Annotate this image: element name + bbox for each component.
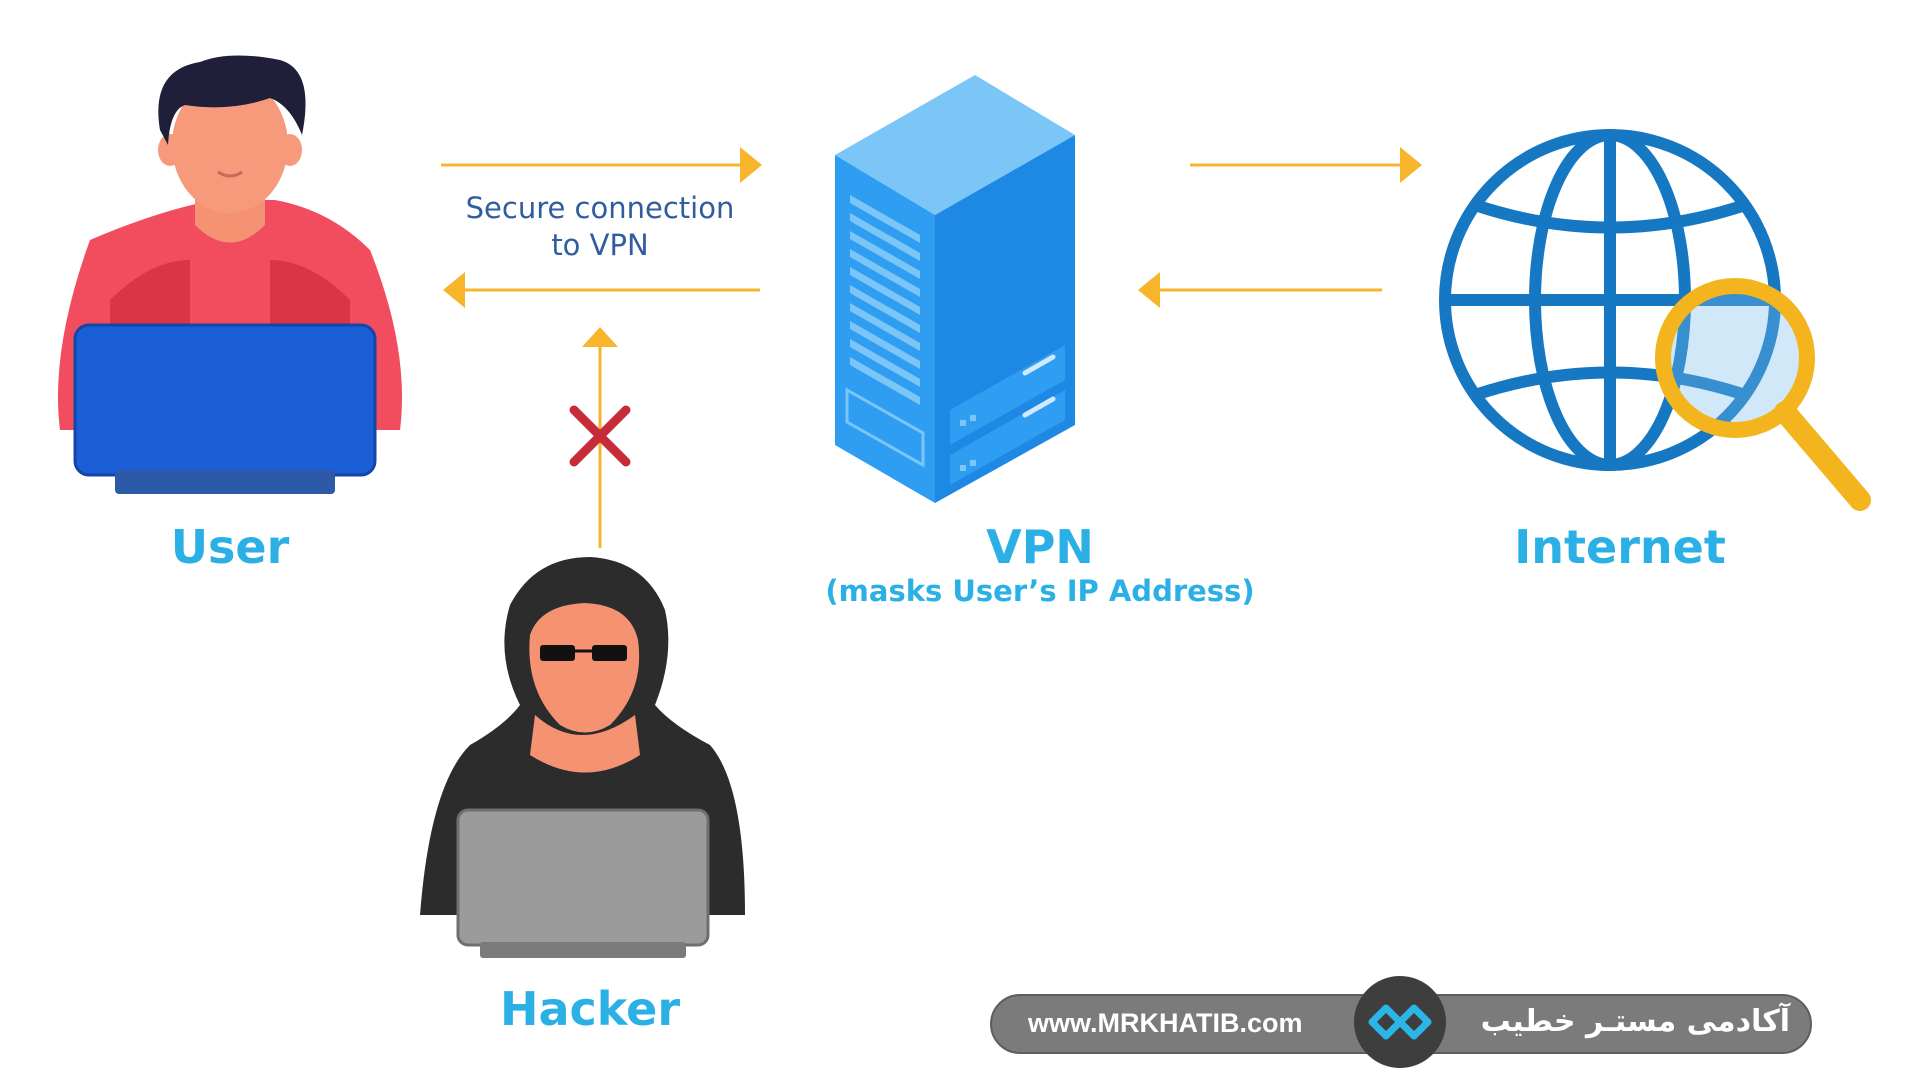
user-label: User — [170, 520, 290, 574]
connection-label-line2: to VPN — [551, 228, 649, 262]
vpn-label: VPN — [986, 520, 1094, 574]
hooded-hacker-icon — [420, 557, 745, 958]
user-with-laptop-icon — [58, 55, 402, 494]
arrow-hacker-blocked — [582, 327, 618, 548]
server-icon — [835, 75, 1075, 503]
arrow-vpn-to-user — [443, 272, 760, 308]
brand-url[interactable]: www.MRKHATIB.com — [1028, 1008, 1303, 1038]
arrow-vpn-to-internet — [1190, 147, 1422, 183]
brand-name: آکادمی مستـر خطیب — [1480, 1004, 1790, 1039]
vpn-sublabel: (masks User’s IP Address) — [825, 574, 1255, 608]
infinity-logo-icon — [1368, 1004, 1432, 1040]
connection-label-line1: Secure connection — [465, 191, 735, 225]
blocked-x-icon — [569, 405, 631, 467]
arrow-user-to-vpn — [441, 147, 762, 183]
internet-label: Internet — [1514, 520, 1726, 574]
connection-label: Secure connection to VPN — [440, 190, 760, 264]
arrow-internet-to-vpn — [1138, 272, 1382, 308]
magnifier-icon — [1655, 278, 1871, 511]
hacker-label: Hacker — [499, 982, 681, 1036]
brand-logo-badge — [1354, 976, 1446, 1068]
globe-search-icon — [1439, 129, 1871, 511]
